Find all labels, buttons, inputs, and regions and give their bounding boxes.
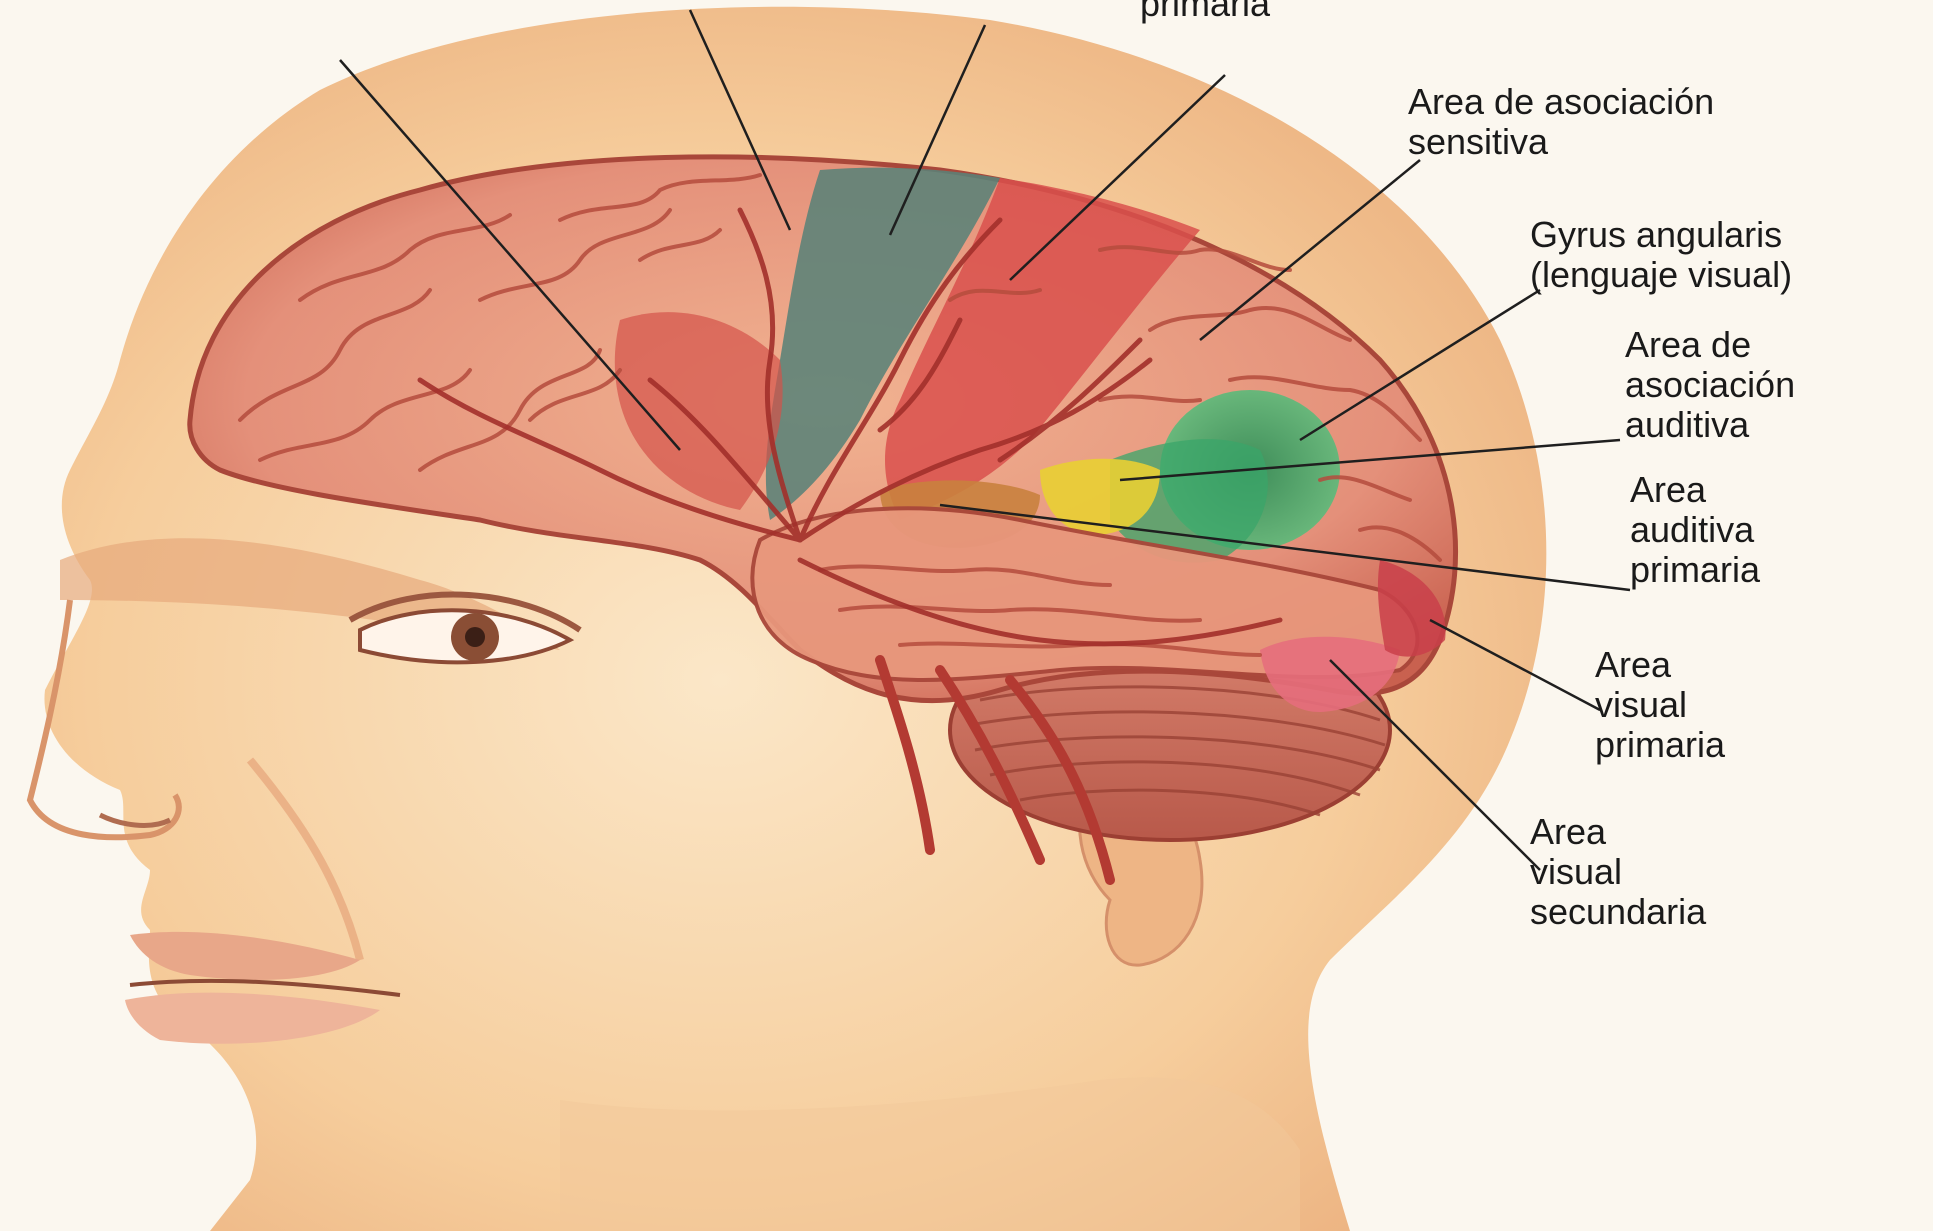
label-line: asociación (1625, 365, 1795, 405)
label-gyrus-angularis: Gyrus angularis (lenguaje visual) (1530, 215, 1792, 295)
label-line: (lenguaje visual) (1530, 255, 1792, 295)
label-line: primaria (1595, 725, 1725, 765)
label-line: Area (1630, 470, 1760, 510)
label-line: secundaria (1530, 892, 1706, 932)
label-line: Area de (1625, 325, 1795, 365)
label-line: Area (1530, 812, 1706, 852)
label-area-asociacion-auditiva: Area de asociación auditiva (1625, 325, 1795, 445)
label-line: Area de asociación (1408, 82, 1714, 122)
label-area-asociacion-sensitiva: Area de asociación sensitiva (1408, 82, 1714, 162)
label-line: primaria (1630, 550, 1760, 590)
label-area-visual-primaria: Area visual primaria (1595, 645, 1725, 765)
label-line: Area (1595, 645, 1725, 685)
label-line: visual (1595, 685, 1725, 725)
label-line: visual (1530, 852, 1706, 892)
label-area-visual-secundaria: Area visual secundaria (1530, 812, 1706, 932)
label-line: sensitiva (1408, 122, 1714, 162)
label-line: primaria (1140, 0, 1270, 24)
label-line: Gyrus angularis (1530, 215, 1792, 255)
label-line: auditiva (1625, 405, 1795, 445)
label-area-auditiva-primaria: Area auditiva primaria (1630, 470, 1760, 590)
label-line: auditiva (1630, 510, 1760, 550)
label-area-motora-primaria: primaria (1140, 0, 1270, 24)
